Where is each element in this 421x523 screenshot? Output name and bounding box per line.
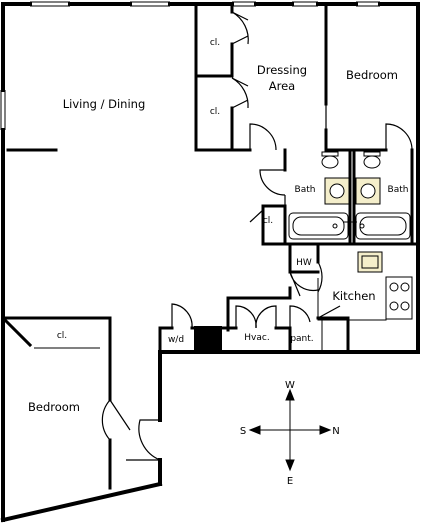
compass-rose xyxy=(248,388,332,472)
label-bedroom-ne: Bedroom xyxy=(346,68,398,82)
label-dressing-area-1: Dressing xyxy=(257,63,307,77)
label-closet-dressing-lower: cl. xyxy=(210,107,220,117)
label-closet-bedroom: cl. xyxy=(57,331,67,341)
interior-walls xyxy=(0,2,420,490)
structural-column xyxy=(194,326,222,352)
label-bath-right: Bath xyxy=(388,185,409,195)
label-washer-dryer: w/d xyxy=(168,335,184,345)
label-bath-left: Bath xyxy=(295,185,316,195)
arrow-down-icon xyxy=(285,459,295,472)
windows xyxy=(0,1,380,130)
kitchen-fixtures xyxy=(317,251,413,353)
label-kitchen: Kitchen xyxy=(332,289,375,303)
label-closet-dressing-upper: cl. xyxy=(210,38,220,48)
label-closet-bath: cl. xyxy=(263,216,273,226)
label-hot-water: HW xyxy=(296,258,312,268)
bath-fixtures xyxy=(288,151,411,240)
label-hvac: Hvac. xyxy=(244,333,269,343)
arrow-left-icon xyxy=(248,425,261,435)
label-pantry: pant. xyxy=(290,334,313,344)
compass-east: E xyxy=(287,476,293,487)
label-bedroom-sw: Bedroom xyxy=(28,400,80,414)
doors xyxy=(101,11,413,461)
compass-south: S xyxy=(240,426,246,437)
compass-west: W xyxy=(285,380,295,391)
arrow-right-icon xyxy=(319,425,332,435)
compass-north: N xyxy=(332,426,339,437)
label-dressing-area-2: Area xyxy=(269,79,295,93)
compass-labels: W S N E xyxy=(240,380,340,487)
room-labels: Living / Dining Dressing Area Bedroom Ba… xyxy=(28,38,408,414)
arrow-up-icon xyxy=(285,388,295,401)
label-living-dining: Living / Dining xyxy=(63,97,146,111)
